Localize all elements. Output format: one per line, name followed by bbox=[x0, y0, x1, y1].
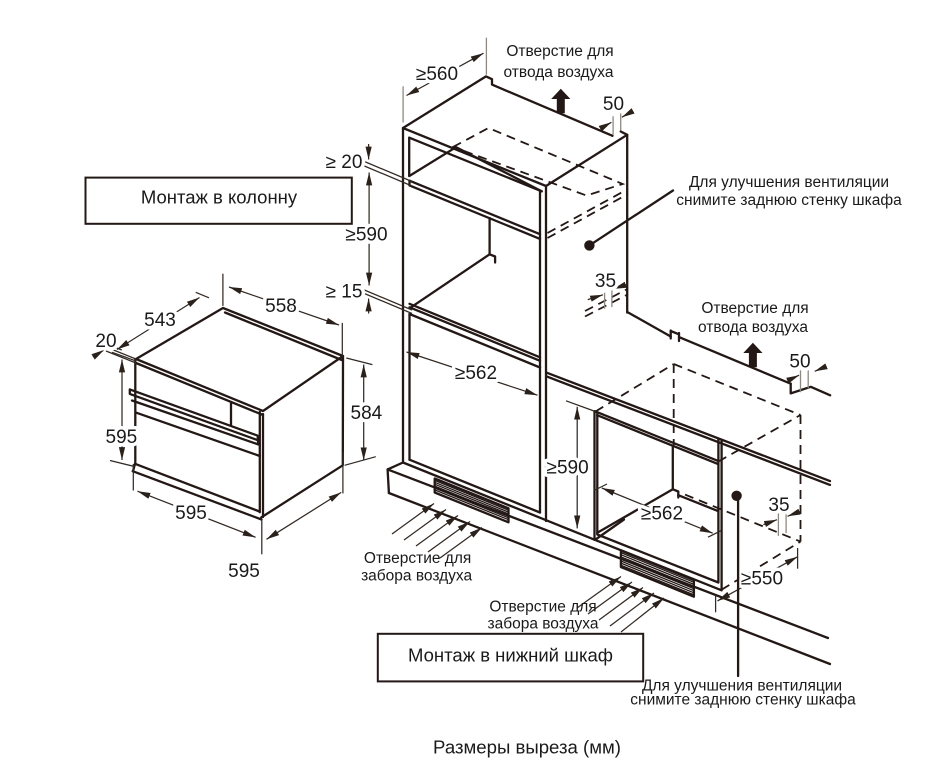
svg-text:Отверстие для: Отверстие для bbox=[489, 599, 596, 616]
svg-text:595: 595 bbox=[228, 561, 260, 582]
svg-text:снимите заднюю стенку шкафа: снимите заднюю стенку шкафа bbox=[630, 692, 856, 709]
svg-text:Монтаж в нижний шкаф: Монтаж в нижний шкаф bbox=[408, 645, 613, 666]
svg-text:Отверстие для: Отверстие для bbox=[701, 300, 808, 317]
svg-text:Размеры выреза (мм): Размеры выреза (мм) bbox=[433, 737, 621, 758]
svg-text:558: 558 bbox=[265, 296, 297, 317]
svg-text:забора воздуха: забора воздуха bbox=[361, 568, 472, 585]
svg-text:Монтаж в колонну: Монтаж в колонну bbox=[141, 187, 298, 208]
svg-text:20: 20 bbox=[95, 331, 116, 352]
svg-text:≥560: ≥560 bbox=[416, 64, 458, 85]
svg-text:Отверстие для: Отверстие для bbox=[364, 550, 471, 567]
svg-text:≥562: ≥562 bbox=[455, 363, 497, 384]
svg-text:Для улучшения вентиляции: Для улучшения вентиляции bbox=[689, 174, 889, 191]
svg-text:отвода воздуха: отвода воздуха bbox=[698, 319, 808, 336]
svg-text:584: 584 bbox=[351, 403, 383, 424]
svg-text:≥ 15: ≥ 15 bbox=[326, 282, 363, 303]
svg-text:≥ 20: ≥ 20 bbox=[326, 152, 363, 173]
svg-text:50: 50 bbox=[789, 352, 810, 373]
svg-text:Отверстие для: Отверстие для bbox=[506, 43, 613, 60]
svg-text:50: 50 bbox=[603, 94, 624, 115]
svg-text:отвода воздуха: отвода воздуха bbox=[504, 64, 614, 81]
svg-text:595: 595 bbox=[175, 503, 207, 524]
svg-text:595: 595 bbox=[106, 427, 138, 448]
svg-text:35: 35 bbox=[595, 271, 616, 292]
svg-text:35: 35 bbox=[768, 495, 789, 516]
svg-text:снимите заднюю стенку шкафа: снимите заднюю стенку шкафа bbox=[676, 192, 902, 209]
svg-text:543: 543 bbox=[144, 310, 176, 331]
svg-text:≥590: ≥590 bbox=[547, 458, 589, 479]
svg-text:Для улучшения вентиляции: Для улучшения вентиляции bbox=[642, 678, 842, 695]
svg-text:≥562: ≥562 bbox=[641, 504, 683, 525]
svg-text:≥550: ≥550 bbox=[741, 569, 783, 590]
svg-text:забора воздуха: забора воздуха bbox=[487, 616, 598, 633]
svg-text:≥590: ≥590 bbox=[345, 225, 387, 246]
